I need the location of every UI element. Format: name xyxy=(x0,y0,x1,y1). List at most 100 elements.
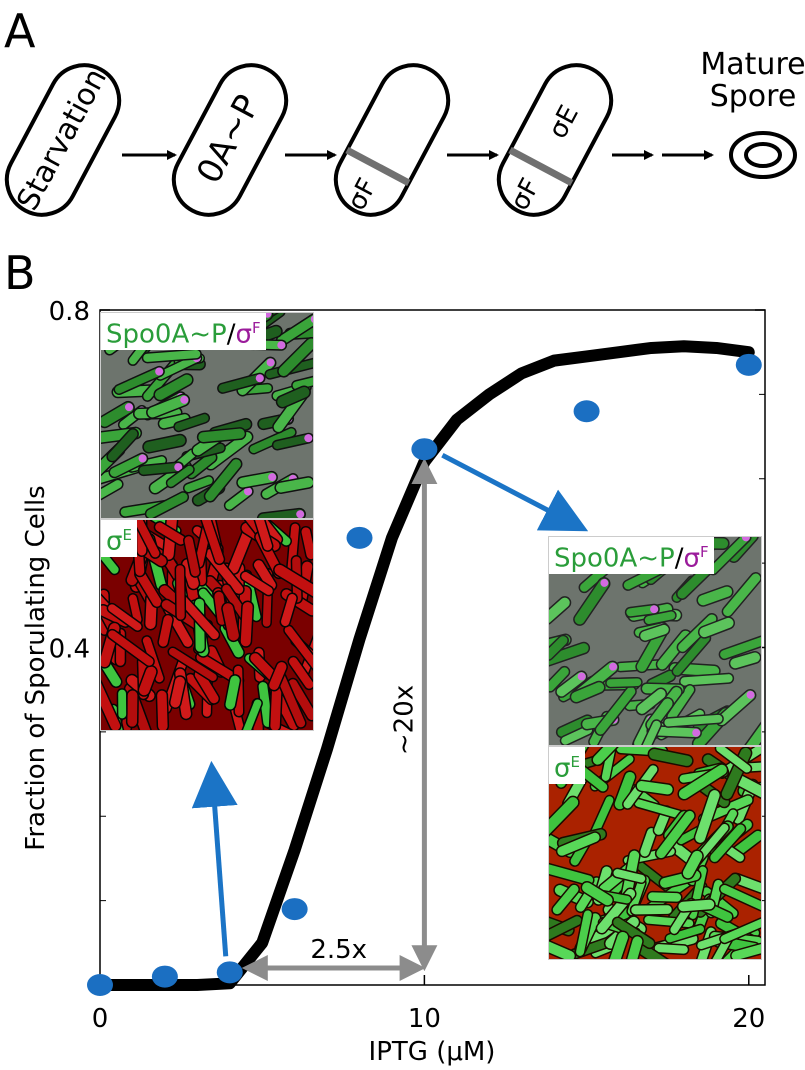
micrograph-cell xyxy=(165,464,195,489)
micrograph-cell xyxy=(719,914,761,945)
micrograph-cell xyxy=(638,719,662,745)
micrograph-cell xyxy=(116,688,128,720)
micrograph-spot xyxy=(174,463,183,472)
x-axis-label: IPTG (μM) xyxy=(369,1037,496,1067)
micrograph-cell xyxy=(142,433,187,454)
micrograph-cell xyxy=(549,596,572,625)
micrograph-cell xyxy=(101,677,122,730)
micrograph-cell xyxy=(125,689,139,729)
micrograph-cell xyxy=(574,908,594,958)
micrograph-cell xyxy=(157,613,174,649)
micrograph-spot xyxy=(180,395,189,404)
inset-bottom-right-micrograph: σE xyxy=(548,746,762,960)
micrograph-cell xyxy=(549,795,580,840)
micrograph-cell xyxy=(730,940,761,959)
micrograph-cell xyxy=(167,646,219,683)
micrograph-spot xyxy=(609,662,618,671)
data-point xyxy=(87,974,113,996)
micrograph-cell xyxy=(168,675,187,710)
x-tick-label: 0 xyxy=(92,1004,109,1034)
micrograph-cell xyxy=(654,809,696,860)
micrograph-cell xyxy=(549,936,577,959)
inset-bottom-right-label: σE xyxy=(549,747,585,784)
micrograph-cell xyxy=(133,520,161,559)
x-tick-label: 20 xyxy=(732,1004,765,1034)
micrograph-cell xyxy=(629,903,674,916)
micrograph-cell xyxy=(635,779,675,796)
data-point xyxy=(346,526,373,549)
micrograph-spot xyxy=(268,473,277,482)
micrograph-cell xyxy=(196,427,247,444)
micrograph-cell xyxy=(106,428,139,463)
micrograph-cell xyxy=(274,476,313,494)
micrograph-cell xyxy=(676,898,716,913)
micrograph-cell xyxy=(681,849,704,880)
micrograph-cell xyxy=(279,592,298,628)
micrograph-cell xyxy=(224,674,242,711)
micrograph-cell xyxy=(267,660,288,692)
micrograph-cell xyxy=(141,348,202,364)
micrograph-cell xyxy=(721,572,761,618)
micrograph-spot xyxy=(277,341,286,350)
micrograph-cell xyxy=(662,713,724,728)
micrograph-cell xyxy=(146,393,191,419)
micrograph-cell xyxy=(664,923,706,944)
y-tick-label: 0.4 xyxy=(49,635,90,665)
micrograph-cell xyxy=(638,826,658,858)
cell-sigma-e-f: σE σF xyxy=(496,63,614,217)
micrograph-cell xyxy=(247,520,274,552)
micrograph-spot xyxy=(577,672,586,681)
inset-top-left-micrograph: Spo0A~P/σF xyxy=(100,312,314,519)
inset-bottom-left-label: σE xyxy=(101,520,137,557)
fold-label-horizontal: 2.5x xyxy=(310,935,367,965)
micrograph-cell xyxy=(555,831,602,858)
micrograph-cell xyxy=(275,385,311,409)
micrograph-cell xyxy=(549,634,569,661)
panel-a-letter: A xyxy=(4,4,36,58)
micrograph-cell xyxy=(643,610,677,626)
micrograph-cell xyxy=(200,520,226,566)
micrograph-cell xyxy=(273,563,313,600)
micrograph-cell xyxy=(612,867,647,885)
micrograph-spot xyxy=(310,315,313,324)
micrograph-spot xyxy=(266,358,275,367)
y-axis-label: Fraction of Sporulating Cells xyxy=(21,485,51,850)
blue-arrow-to-high-inset xyxy=(441,453,589,532)
micrograph-spot xyxy=(304,434,313,443)
inset-top-right-micrograph: Spo0A~P/σF xyxy=(548,536,762,746)
data-point xyxy=(411,438,438,461)
data-point xyxy=(735,353,762,376)
micrograph-cell xyxy=(646,890,683,904)
scatter-layer xyxy=(87,353,762,996)
panel-b-letter: B xyxy=(4,246,36,300)
micrograph-cell xyxy=(217,372,266,394)
inset-top-right-label: Spo0A~P/σF xyxy=(549,537,714,574)
micrograph-cell xyxy=(718,633,761,661)
micrograph-cell xyxy=(605,676,643,689)
mature-label-line2: Spore xyxy=(710,79,797,114)
micrograph-cell xyxy=(287,655,313,691)
micrograph-cell xyxy=(277,336,313,378)
cell-0a-p: 0A~P xyxy=(171,63,289,217)
micrograph-spot xyxy=(741,537,750,542)
micrograph-cell xyxy=(106,628,155,668)
micrograph-cell xyxy=(549,862,595,887)
micrograph-cell xyxy=(182,475,215,494)
micrograph-cell xyxy=(235,697,263,730)
micrograph-spot xyxy=(125,403,134,412)
inset-bottom-left-micrograph: σE xyxy=(100,519,314,731)
micrograph-cell xyxy=(144,491,190,518)
mature-label-line1: Mature xyxy=(700,47,805,82)
micrograph-cell xyxy=(239,570,275,597)
micrograph-cell xyxy=(300,525,313,561)
micrograph-cell xyxy=(153,373,194,402)
inset-top-left-label: Spo0A~P/σF xyxy=(101,313,266,350)
micrograph-cell xyxy=(569,680,606,704)
micrograph-cell xyxy=(549,665,571,693)
micrograph-cell xyxy=(239,600,255,648)
micrograph-cell xyxy=(625,934,644,959)
micrograph-spot xyxy=(155,367,164,376)
cell-sigma-f: σF xyxy=(333,63,451,217)
micrograph-cell xyxy=(742,712,761,745)
